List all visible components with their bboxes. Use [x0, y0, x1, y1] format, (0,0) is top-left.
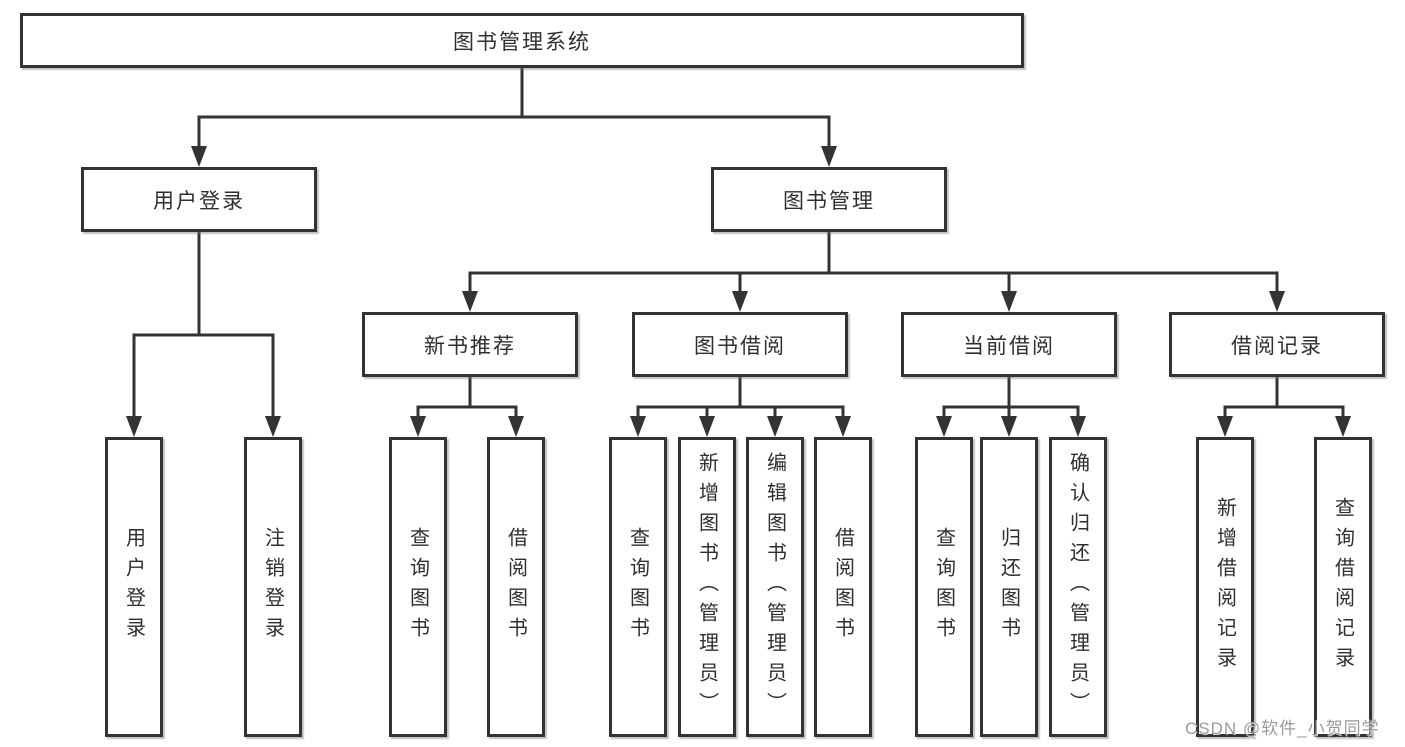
- arrowhead: [936, 416, 952, 437]
- leaf-query-books-borrowing: 查询图书: [609, 437, 667, 737]
- leaf-label: 查询图书: [932, 527, 955, 647]
- leaf-label: 查询借阅记录: [1331, 497, 1354, 677]
- leaf-label: 确认归还（管理员）: [1066, 452, 1089, 722]
- node-current-borrowing: 当前借阅: [901, 312, 1117, 377]
- arrowhead: [699, 416, 715, 437]
- leaf-label: 新增图书（管理员）: [695, 452, 718, 722]
- leaf-query-borrow-record: 查询借阅记录: [1314, 437, 1372, 737]
- node-book-management: 图书管理: [711, 167, 947, 232]
- node-label: 图书管理: [783, 189, 875, 213]
- leaf-confirm-return-admin: 确认归还（管理员）: [1049, 437, 1107, 737]
- arrowhead: [732, 291, 748, 312]
- leaf-edit-books-admin: 编辑图书（管理员）: [746, 437, 804, 737]
- leaf-add-borrow-record: 新增借阅记录: [1196, 437, 1254, 737]
- arrowhead: [508, 416, 524, 437]
- leaf-query-books-recommend: 查询图书: [389, 437, 447, 737]
- leaf-label: 查询图书: [406, 527, 429, 647]
- leaf-label: 借阅图书: [831, 527, 854, 647]
- arrowhead: [630, 416, 646, 437]
- node-label: 当前借阅: [963, 334, 1055, 358]
- node-new-book-recommendation: 新书推荐: [362, 312, 578, 377]
- watermark: CSDN @软件_小贺同学: [1185, 719, 1380, 738]
- leaf-return-books: 归还图书: [980, 437, 1038, 737]
- leaf-query-books-current: 查询图书: [915, 437, 973, 737]
- arrowhead: [1070, 416, 1086, 437]
- leaf-borrow-books: 借阅图书: [814, 437, 872, 737]
- arrowhead: [1001, 291, 1017, 312]
- arrowhead: [1269, 291, 1285, 312]
- arrowhead: [821, 146, 837, 167]
- arrowhead: [191, 146, 207, 167]
- arrowhead: [410, 416, 426, 437]
- leaf-label: 新增借阅记录: [1213, 497, 1236, 677]
- leaf-borrow-books-recommend: 借阅图书: [487, 437, 545, 737]
- leaf-label: 用户登录: [122, 527, 145, 647]
- leaf-label: 查询图书: [626, 527, 649, 647]
- node-label: 用户登录: [153, 189, 245, 213]
- leaf-label: 借阅图书: [504, 527, 527, 647]
- arrowhead: [1001, 416, 1017, 437]
- leaf-label: 归还图书: [997, 527, 1020, 647]
- connector-current-borrowing-children: [936, 377, 1086, 437]
- connector-user-login-children: [126, 232, 281, 437]
- node-borrowing-records: 借阅记录: [1169, 312, 1385, 377]
- node-label: 图书借阅: [694, 334, 786, 358]
- node-book-borrowing: 图书借阅: [632, 312, 848, 377]
- node-label: 借阅记录: [1231, 334, 1323, 358]
- connector-borrowing-records-children: [1217, 377, 1351, 437]
- node-user-login: 用户登录: [81, 167, 317, 232]
- arrowhead: [1217, 416, 1233, 437]
- connector-new-book-children: [410, 377, 524, 437]
- arrowhead: [1335, 416, 1351, 437]
- arrowhead: [265, 416, 281, 437]
- leaf-add-books-admin: 新增图书（管理员）: [678, 437, 736, 737]
- leaf-label: 注销登录: [261, 527, 284, 647]
- leaf-user-login: 用户登录: [105, 437, 163, 737]
- arrowhead: [767, 416, 783, 437]
- node-label: 图书管理系统: [453, 30, 591, 54]
- connector-root-to-level2: [191, 68, 837, 167]
- node-label: 新书推荐: [424, 334, 516, 358]
- leaf-label: 编辑图书（管理员）: [763, 452, 786, 722]
- node-library-management-system: 图书管理系统: [20, 13, 1024, 68]
- arrowhead: [462, 291, 478, 312]
- connector-book-management-children: [462, 232, 1285, 312]
- arrowhead: [126, 416, 142, 437]
- leaf-logout-login: 注销登录: [244, 437, 302, 737]
- connector-book-borrowing-children: [630, 377, 851, 437]
- arrowhead: [835, 416, 851, 437]
